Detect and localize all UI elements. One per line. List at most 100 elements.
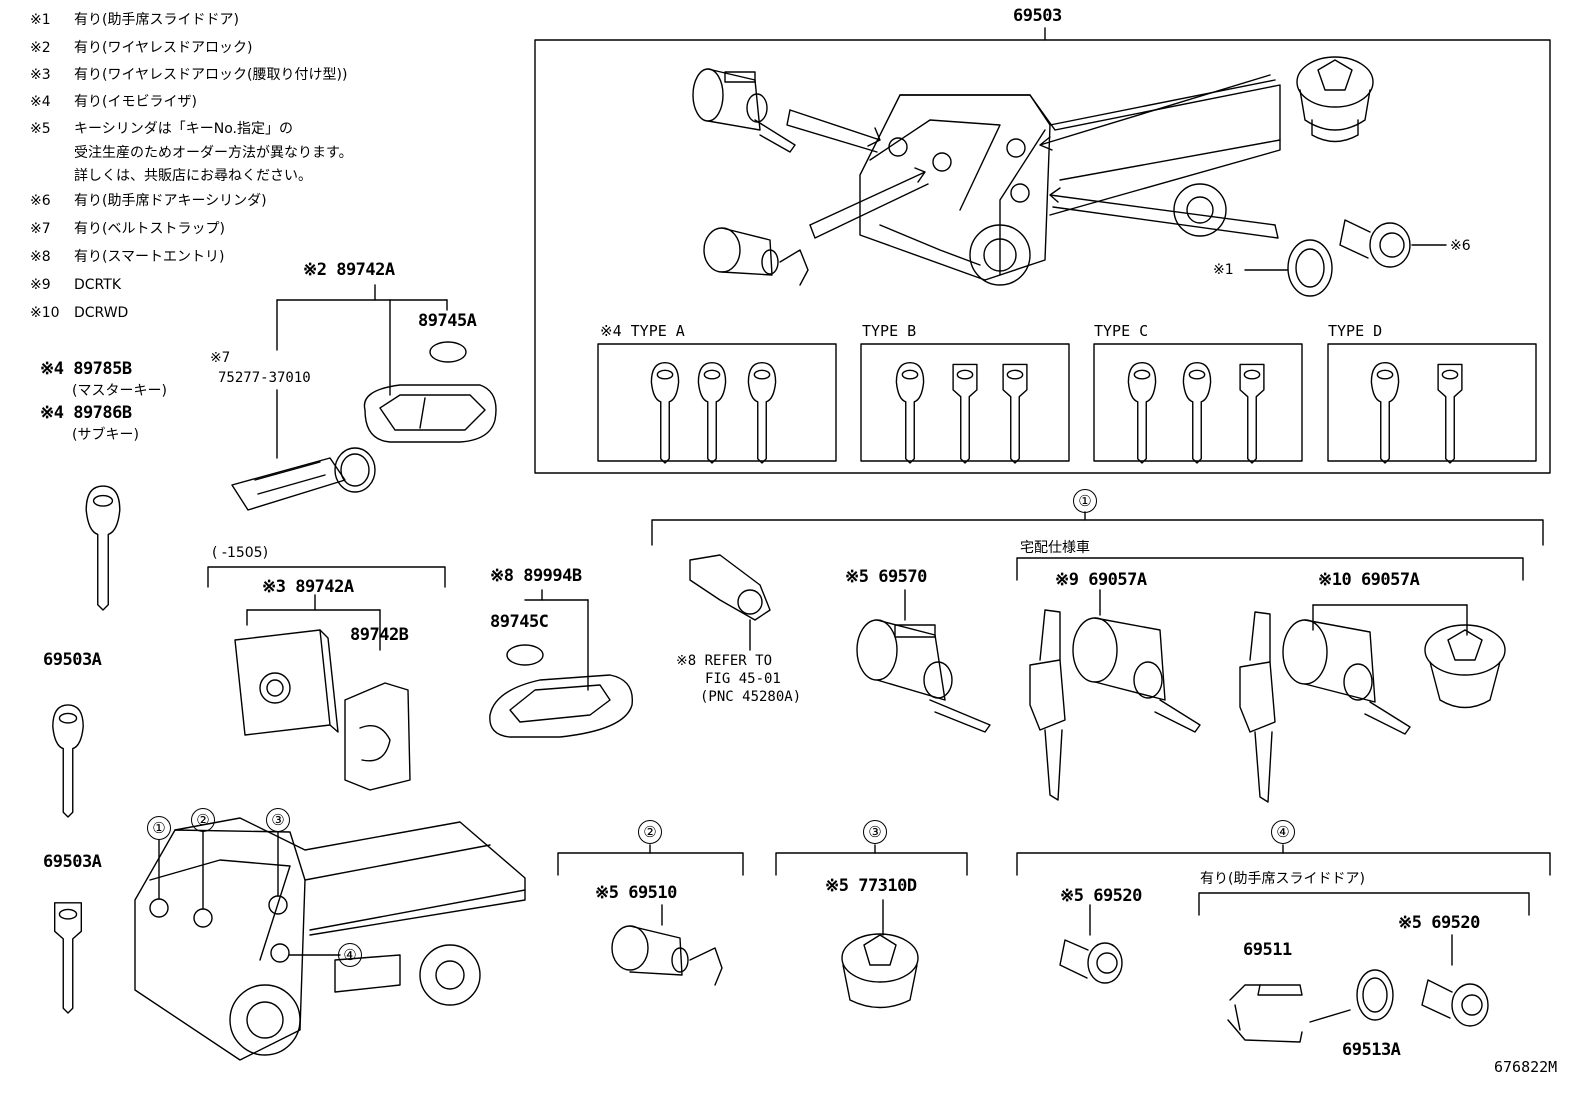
note-key: ※8 [30,249,51,265]
part-label-69520-a: ※5 69520 [1060,886,1142,906]
part-label-89742B: 89742B [350,625,409,645]
label-slide-door: 有り(助手席スライドドア) [1200,871,1365,887]
ignition-cylinder-drawing [703,227,809,286]
bracket-group-2 [557,844,744,986]
type-c-keys [1127,362,1265,464]
part-label-69511: 69511 [1243,940,1292,960]
note-text: 有り(イモビライザ) [74,94,197,110]
note-item: ※8 有り(スマートエントリ) [30,249,225,265]
key-icon [1127,362,1157,464]
bracket-group-3 [775,844,968,1009]
callout-1-top: ① [1073,489,1097,513]
part-label-69057A-10: ※10 69057A [1318,570,1420,590]
type-a-box [597,343,837,462]
slide-door-cylinder-drawing [1339,219,1447,268]
part-label-69503A-1: 69503A [43,650,102,670]
truck-drawing-top [786,74,1281,286]
truck-callout-4: ④ [338,943,362,967]
note-key: ※2 [30,40,51,56]
part-label-77310D: ※5 77310D [825,876,917,896]
wireless-transmitter-89742A-3 [207,566,446,791]
smart-entry-refer-part [689,554,771,651]
key-icon [747,362,777,464]
note-key: ※6 [30,193,51,209]
part-label-89745A: 89745A [418,311,477,331]
part-label-69503A-2: 69503A [43,852,102,872]
part-label-89742A-2: ※2 89742A [303,260,395,280]
cylinder-key-69057A-10 [1239,611,1506,803]
note-text: 有り(スマートエントリ) [74,249,225,265]
part-label-89785B: ※4 89785B [40,359,132,379]
part-label-69570: ※5 69570 [845,567,927,587]
key-icon [1002,363,1028,464]
part-label-89786B: ※4 89786B [40,403,132,423]
part-label-1505: ( -1505) [212,545,269,561]
truck-callout-3: ③ [266,808,290,832]
key-icon [952,363,978,464]
type-c-box [1093,343,1303,462]
key-icon [1437,363,1463,464]
type-b-label: TYPE B [862,322,917,340]
note-text: 有り(ワイヤレスドアロック) [74,40,253,56]
left-keys [52,485,121,1014]
truck-callout-2: ② [191,808,215,832]
key-icon [1370,362,1400,464]
diagram-id: 676822M [1494,1058,1558,1076]
key-icon [650,362,680,464]
callout-3: ③ [863,820,887,844]
kit-box-69503 [534,27,1551,474]
note-text: DCRTK [74,277,121,293]
fuel-cap-drawing [1296,56,1374,143]
key-icon [54,902,82,1014]
note-text: 詳しくは、共販店にお尋ねください。 [74,168,312,184]
part-label-69510: ※5 69510 [595,883,677,903]
truck-callout-1: ① [147,816,171,840]
part-label-69503: 69503 [1013,6,1062,26]
note-item: ※10 DCRWD [30,305,128,321]
type-a-keys [650,362,777,464]
note-item: ※2 有り(ワイヤレスドアロック) [30,40,253,56]
refer-line-2: FIG 45-01 [705,671,781,687]
note-key: ※3 [30,67,51,83]
type-a-label: ※4 TYPE A [600,322,685,340]
callout-4: ④ [1271,820,1295,844]
note-key: ※4 [30,94,51,110]
note-key: ※10 [30,305,60,321]
refer-line-1: ※8 REFER TO [676,653,773,669]
key-icon [52,704,84,818]
note-text: キーシリンダは「キーNo.指定」の [74,121,293,137]
note-key: ※9 [30,277,51,293]
bracket-group-4 [1016,844,1551,1043]
type-d-label: TYPE D [1328,322,1383,340]
part-label-69513A: 69513A [1342,1040,1401,1060]
note-ref-6: ※6 [1450,238,1471,254]
note-text: 有り(助手席スライドドア) [74,12,239,28]
truck-drawing-bottom [134,817,526,1061]
part-label-75277-37010: 75277-37010 [218,370,311,386]
note-item: 詳しくは、共販店にお尋ねください。 [30,168,312,184]
note-ref-1: ※1 [1213,262,1234,278]
note-item: ※9 DCRTK [30,277,121,293]
note-item: ※1 有り(助手席スライドドア) [30,12,239,28]
type-d-box [1327,343,1537,462]
note-text: 有り(助手席ドアキーシリンダ) [74,193,267,209]
key-icon [1182,362,1212,464]
part-label-sub-key: (サブキー) [72,427,139,443]
note-key: ※7 [30,221,51,237]
note-item: 受注生産のためオーダー方法が異なります。 [30,145,353,161]
part-label-89994B: ※8 89994B [490,566,582,586]
note-text: DCRWD [74,305,129,321]
key-icon [895,362,925,464]
smart-key-89994B [489,589,634,738]
type-b-keys [895,362,1028,464]
type-b-box [860,343,1070,462]
part-label-75277-note: ※7 [210,350,231,366]
part-label-master-key: (マスターキー) [72,383,167,399]
note-key: ※5 [30,121,51,137]
key-icon [1239,363,1265,464]
note-item: ※4 有り(イモビライザ) [30,94,197,110]
note-key: ※1 [30,12,51,28]
slide-door-ring-drawing [1244,239,1333,297]
key-icon [697,362,727,464]
